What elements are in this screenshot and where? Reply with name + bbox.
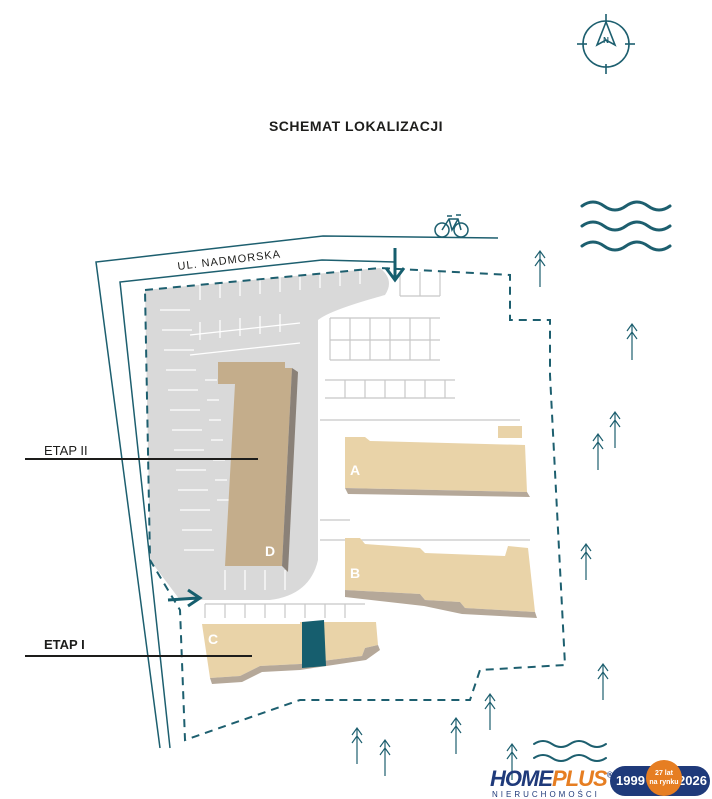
building-a-shadow (345, 488, 530, 497)
brand-subtitle: NIERUCHOMOŚCI (492, 790, 600, 799)
building-d-shadow (282, 368, 298, 572)
bicycle-icon (434, 214, 469, 238)
brand-plus: PLUS (552, 766, 608, 791)
tree-icons (351, 249, 638, 780)
building-a-annex (498, 426, 522, 438)
building-b-label: B (350, 565, 360, 581)
road-nadmorska (95, 235, 499, 749)
building-b-shadow (345, 590, 537, 618)
homeplus-logo[interactable]: HOMEPLUS® NIERUCHOMOŚCI 1999 2026 27 lat… (488, 760, 712, 799)
building-c (202, 622, 378, 678)
year-start: 1999 (616, 773, 645, 788)
building-a (345, 437, 527, 492)
entrance-arrow-north (384, 248, 406, 283)
building-c-highlight (302, 620, 326, 668)
map-title: SCHEMAT LOKALIZACJI (268, 118, 444, 134)
badge-line1: 27 lat (655, 770, 673, 777)
sea-waves-icon (580, 200, 672, 252)
brand-name: HOMEPLUS® (490, 766, 613, 792)
building-b (345, 538, 535, 612)
parking-stalls-east (204, 272, 530, 618)
parking-stalls (160, 266, 361, 590)
etap-1-label: ETAP I (44, 637, 85, 652)
building-d-label: D (265, 543, 275, 559)
building-d (218, 362, 292, 566)
anniversary-badge: 27 lat na rynku (646, 760, 682, 796)
building-c-label: C (208, 631, 218, 647)
brand-home: HOME (490, 766, 553, 791)
etap-2-label: ETAP II (44, 443, 88, 458)
brand-registered: ® (606, 770, 613, 780)
compass-icon (577, 14, 635, 74)
entrance-arrow-west (167, 588, 203, 608)
building-c-shadow (210, 645, 380, 684)
year-end: 2026 (678, 773, 707, 788)
compass-label: N (603, 36, 609, 45)
building-a-label: A (350, 462, 360, 478)
sea-waves-small-icon (533, 740, 607, 762)
street-label: UL. NADMORSKA (177, 248, 282, 273)
badge-line2: na rynku (649, 779, 679, 786)
